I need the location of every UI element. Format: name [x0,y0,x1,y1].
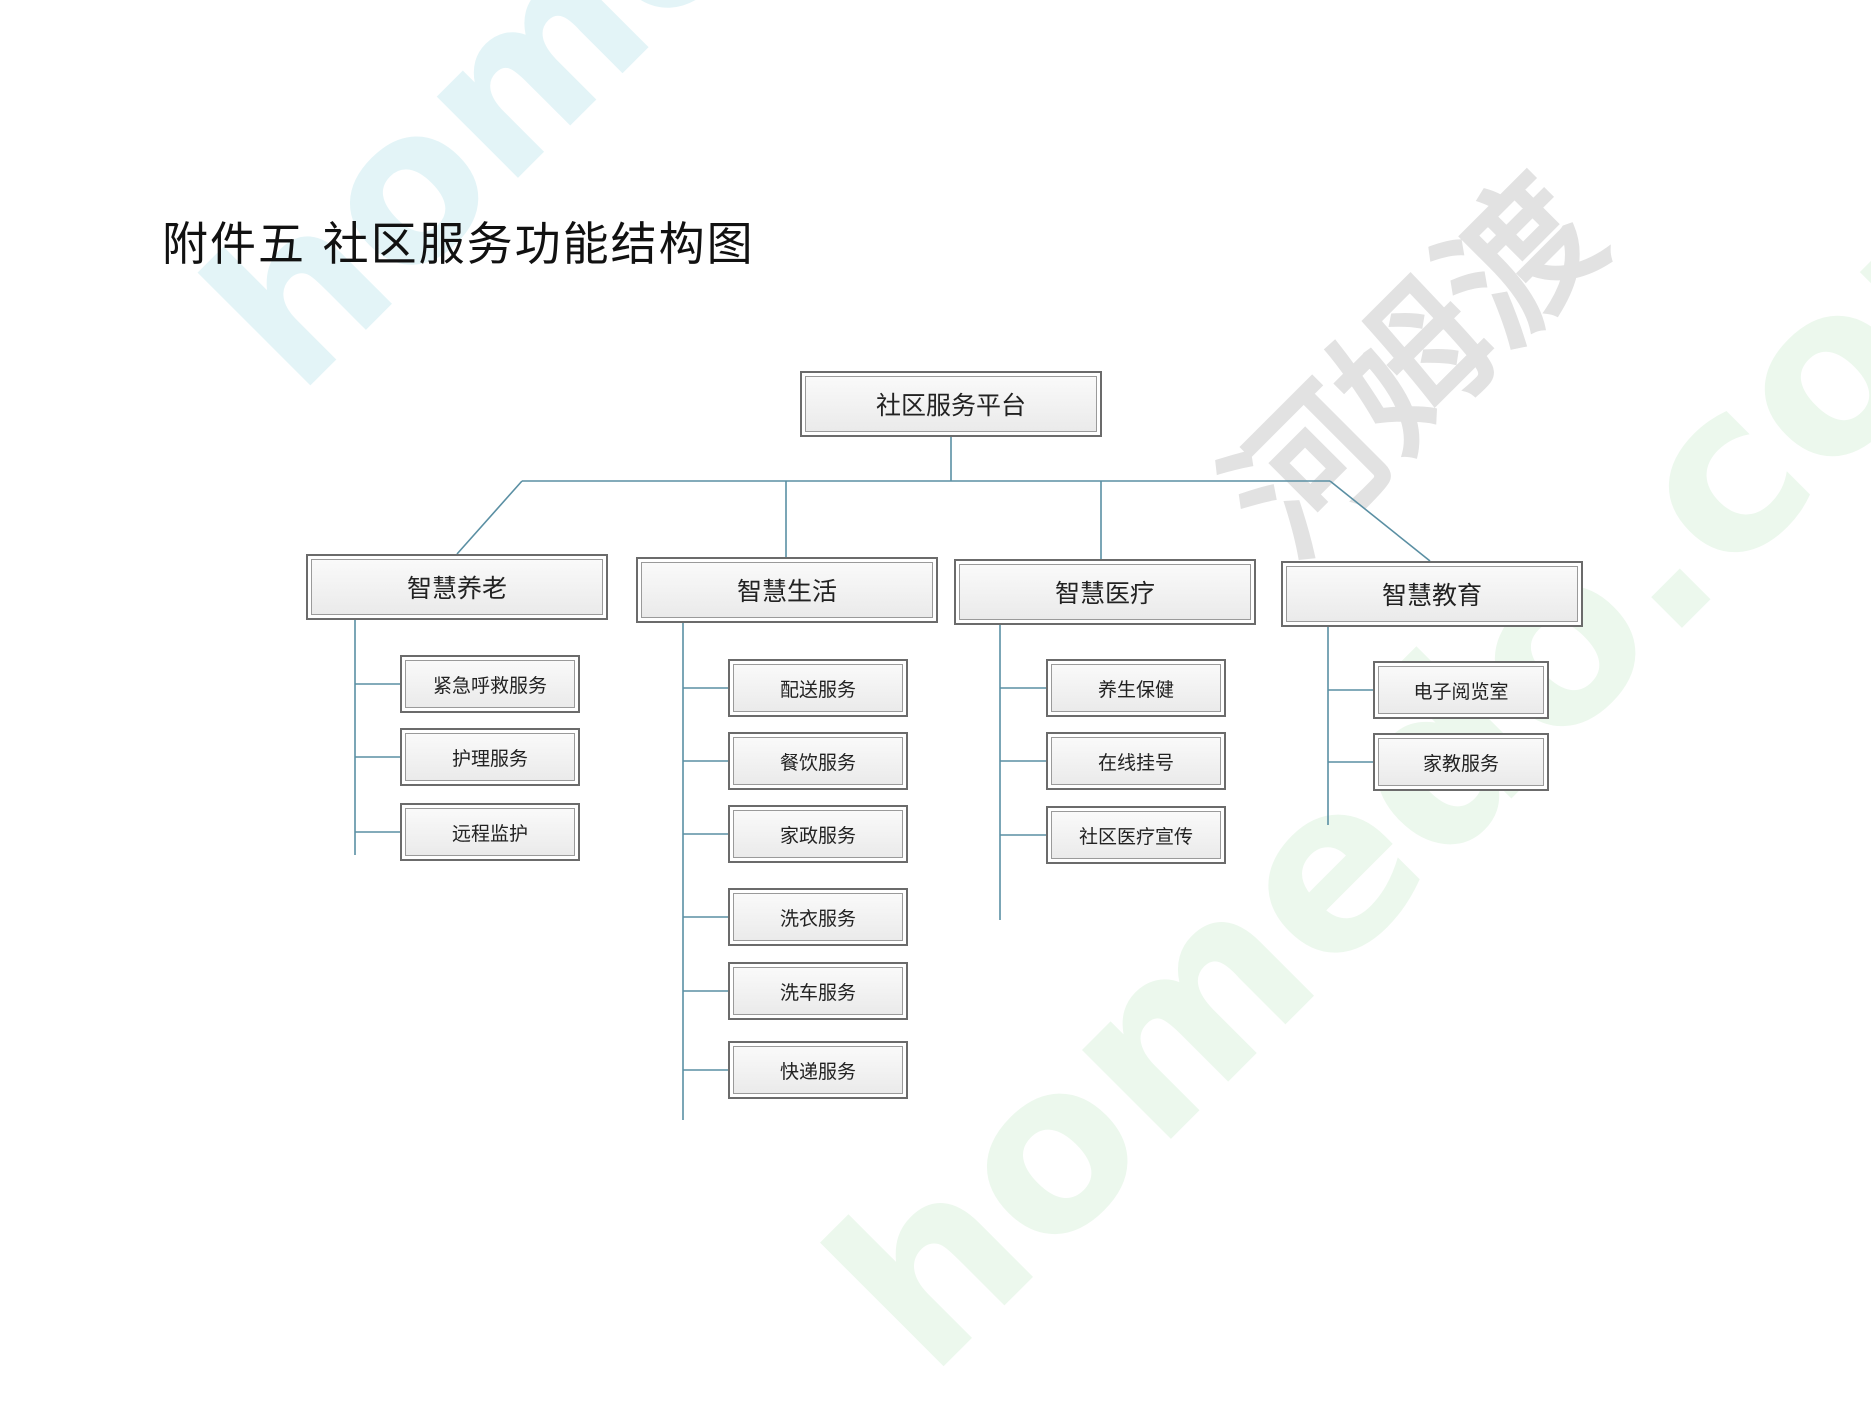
diagram-canvas: homedo.com homedo.com 河姆渡 附件五 社区服务功能结构图 … [160,0,1871,1419]
category-node-education: 智慧教育 [1281,561,1583,627]
page-title: 附件五 社区服务功能结构图 [162,217,755,271]
leaf-node: 电子阅览室 [1373,661,1549,719]
leaf-node: 洗车服务 [728,962,908,1020]
leaf-node: 养生保健 [1046,659,1226,717]
branch-education [1329,480,1431,562]
leaf-node: 家教服务 [1373,733,1549,791]
leaf-node: 餐饮服务 [728,732,908,790]
root-node: 社区服务平台 [800,371,1102,437]
leaf-node: 在线挂号 [1046,732,1226,790]
category-node-elderly: 智慧养老 [306,554,608,620]
leaf-node: 社区医疗宣传 [1046,806,1226,864]
leaf-node: 配送服务 [728,659,908,717]
leaf-node: 紧急呼救服务 [400,655,580,713]
category-node-living: 智慧生活 [636,557,938,623]
leaf-node: 快递服务 [728,1041,908,1099]
leaf-node: 远程监护 [400,803,580,861]
branch-elderly [456,480,523,555]
leaf-node: 家政服务 [728,805,908,863]
leaf-node: 护理服务 [400,728,580,786]
leaf-node: 洗衣服务 [728,888,908,946]
connector-lines [354,437,1431,1120]
category-node-medical: 智慧医疗 [954,559,1256,625]
